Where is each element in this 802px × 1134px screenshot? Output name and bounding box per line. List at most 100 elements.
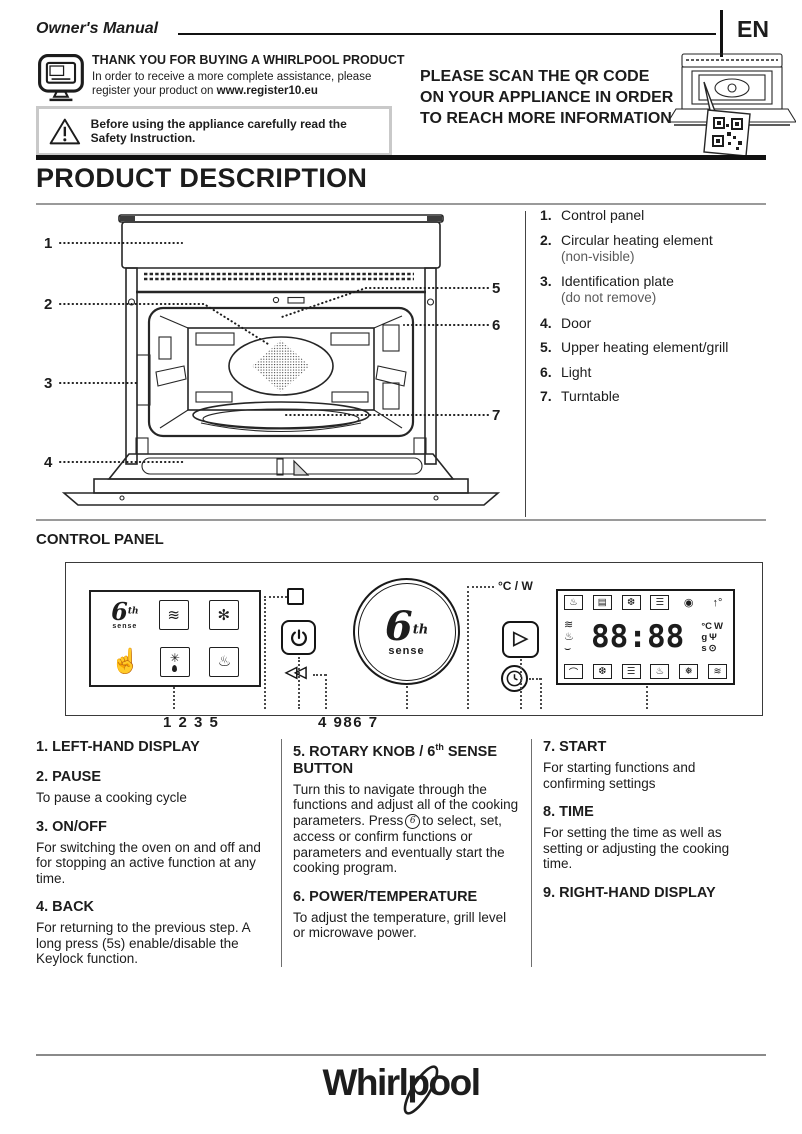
glyph: ☰	[626, 666, 636, 677]
registration-url[interactable]: www.register10.eu	[216, 85, 318, 97]
steam-bottom-icon: ♨	[650, 664, 670, 679]
connector-line	[406, 686, 408, 709]
on-off-button	[281, 620, 316, 655]
legend-body: For returning to the previous step. A lo…	[36, 920, 250, 966]
part-label: Circular heating element	[561, 231, 713, 248]
section-bar	[36, 155, 766, 160]
part-label: Door	[561, 314, 592, 331]
list-item: 3.Identification plate (do not remove)	[540, 273, 795, 306]
product-description-title: PRODUCT DESCRIPTION	[36, 163, 368, 193]
hand-icon: ☝	[110, 648, 141, 676]
legend-col-3: 7. START For starting functions and conf…	[531, 739, 768, 967]
legend-body: For switching the oven on and off and fo…	[36, 839, 261, 886]
group-label-right: 4 986 7	[318, 714, 379, 731]
defrost-glyph: ✳	[169, 650, 180, 665]
part-label: Control panel	[561, 207, 645, 223]
legend-body: For setting the time as well as setting …	[543, 825, 730, 871]
back-button: ◁◁	[285, 662, 307, 682]
language-code: EN	[737, 16, 769, 42]
legend-title: 1. LEFT-HAND DISPLAY	[36, 739, 200, 755]
legend-title: 7. START	[543, 739, 607, 755]
callout-4: 4	[44, 454, 53, 471]
part-num: 5.	[540, 339, 552, 355]
part-num: 2.	[540, 231, 552, 248]
glyph: ❆	[627, 597, 636, 608]
diagram-identification-plate	[136, 354, 151, 406]
unit-watt: W	[714, 620, 723, 632]
title-part: 5. ROTARY KNOB / 6	[293, 743, 436, 760]
legend-title: 3. ON/OFF	[36, 818, 107, 835]
drop-icon	[172, 664, 178, 672]
dish-icon: ⌣	[564, 642, 572, 655]
defrost-bottom-icon: ❅	[679, 664, 699, 679]
display-top-icon-row: ♨ ▤ ❆ ☰ ◉ ↑°	[564, 595, 727, 610]
title-part: SENSE BUTTON	[293, 743, 498, 777]
diagram-list-divider	[525, 211, 526, 517]
legend-title: 5. ROTARY KNOB / 6th SENSE BUTTON	[293, 739, 519, 778]
diagram-turntable	[192, 401, 370, 429]
callout-2: 2	[44, 296, 52, 313]
header-rule	[178, 33, 716, 35]
list-item: 2.Circular heating element (non-visible)	[540, 232, 795, 265]
sixth-sense-sup: th	[127, 606, 139, 617]
control-panel-title: CONTROL PANEL	[36, 531, 164, 548]
oven-qr-illustration	[668, 53, 796, 157]
start-button: ▷	[502, 621, 539, 658]
callout-6: 6	[492, 317, 500, 334]
part-num: 4.	[540, 314, 552, 331]
connector-line	[529, 678, 541, 680]
oven-diagram: 1 2 3 4 5 6 7	[44, 214, 500, 506]
glyph: ↑°	[712, 596, 723, 609]
display-mode-icons: ≋ ♨ ⌣	[564, 619, 574, 655]
glyph: ▤	[597, 597, 607, 608]
display-bottom-icon-row: ⌒ ❆ ☰ ♨ ❅ ≋	[564, 664, 727, 679]
fan-icon: ✻	[208, 600, 239, 631]
glyph: ◉	[683, 597, 694, 609]
warning-triangle-icon	[49, 118, 81, 144]
connector-line	[264, 596, 266, 709]
register-monitor-icon	[38, 54, 84, 102]
callout-7: 7	[492, 407, 500, 424]
connector-line	[467, 586, 494, 588]
legend-body: For starting functions and confirming se…	[543, 760, 696, 791]
qr-notice-text: PLEASE SCAN THE QR CODE ON YOUR APPLIANC…	[420, 68, 674, 127]
part-label: Identification plate	[561, 273, 674, 289]
diagram-circular-element	[228, 336, 334, 396]
list-item: 6.Light	[540, 364, 795, 380]
microwave-glyph: ≋	[167, 606, 180, 624]
bottom-heat-icon: ⌒	[564, 664, 583, 679]
connector-line	[264, 596, 287, 598]
fan-bottom-icon: ❆	[592, 664, 612, 679]
temp-watt-label: °C / W	[498, 579, 533, 593]
glyph: ≋	[713, 666, 722, 677]
part-num: 3.	[540, 273, 552, 289]
unit-second: s	[701, 642, 707, 654]
body-part: to select, set, access or confirm functi…	[293, 812, 505, 876]
part-num: 6.	[540, 363, 552, 380]
connector-line	[646, 686, 648, 709]
header-vbar	[720, 10, 723, 57]
connector-line	[467, 586, 469, 709]
steam-icon: ♨	[564, 630, 574, 643]
list-item: 7.Turntable	[540, 388, 795, 404]
start-icon: ▷	[513, 628, 528, 649]
legend-title: 4. BACK	[36, 899, 95, 915]
list-item: 4. Door	[540, 315, 795, 331]
registration-text: In order to receive a more complete assi…	[92, 71, 372, 97]
connector-line	[313, 674, 326, 676]
sixth-sense-word: sense	[112, 623, 138, 631]
registration-heading: THANK YOU FOR BUYING A WHIRLPOOL PRODUCT	[92, 53, 405, 67]
glyph: ♨	[655, 666, 665, 677]
portion-icon: Ψ	[709, 631, 717, 643]
unit-celsius: °C	[701, 620, 713, 632]
title-sup: th	[435, 742, 444, 752]
thermometer-icon: ↑°	[708, 595, 727, 610]
legend-title: 9. RIGHT-HAND DISPLAY	[543, 884, 716, 901]
part-num: 1.	[540, 207, 552, 223]
sixth-sense-digit: 6	[384, 602, 413, 650]
